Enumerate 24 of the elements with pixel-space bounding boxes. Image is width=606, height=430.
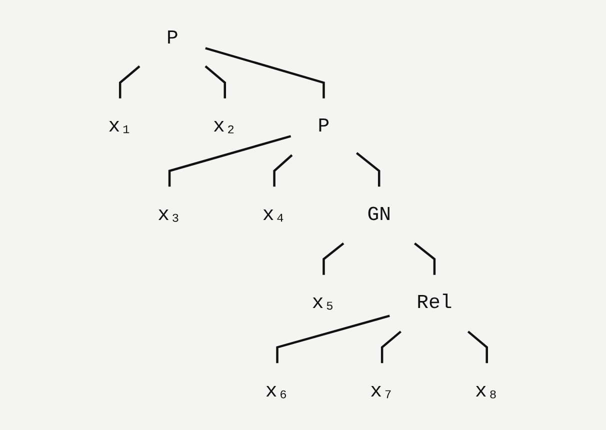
syntax-tree-drawing: P x₁ x₂ P x₃ x₄ GN x₅ Rel x₆ x₇ x₈	[74, 3, 532, 427]
node-text: GN	[366, 204, 390, 226]
node-text: x₅	[311, 292, 336, 314]
node-text: x₇	[370, 380, 394, 403]
connector	[118, 65, 140, 98]
connector	[466, 330, 488, 364]
connector	[380, 330, 402, 364]
connector	[276, 314, 390, 364]
node-text: x₃	[157, 204, 181, 226]
node-text: Rel	[416, 292, 452, 314]
node-text: x₆	[264, 380, 289, 403]
node-text: x₁	[108, 116, 132, 138]
connector	[272, 154, 292, 187]
node-text: P	[317, 116, 330, 138]
connector	[322, 242, 344, 275]
connector	[356, 152, 380, 187]
connector	[204, 65, 226, 98]
node-text: x₈	[474, 380, 498, 403]
node-text: x₂	[212, 116, 236, 138]
node-text: x₄	[262, 204, 286, 226]
node-text: P	[166, 27, 178, 50]
connector	[204, 47, 324, 98]
connector	[168, 135, 291, 187]
connector	[414, 242, 436, 275]
